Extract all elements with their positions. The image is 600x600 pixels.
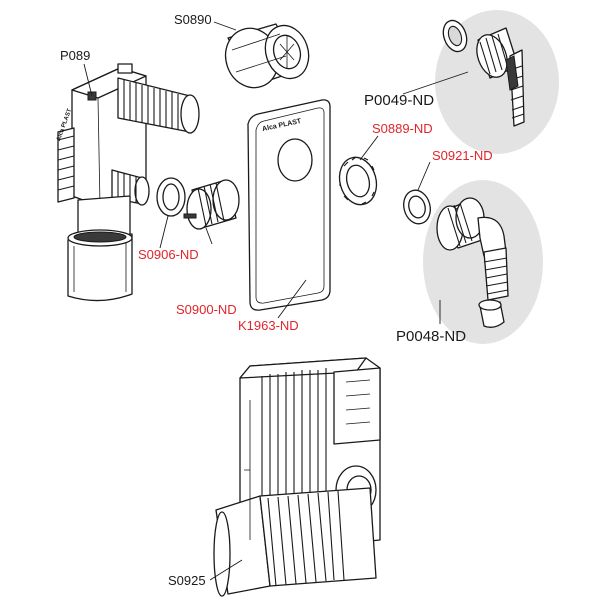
leader-s0925: [209, 559, 243, 581]
label-s0900: S0900-ND: [176, 302, 237, 317]
part-p0048-elbow-connector: [436, 197, 509, 328]
leader-s0889: [359, 135, 379, 161]
part-s0890-plug: [224, 23, 310, 89]
leader-lines: [83, 21, 469, 581]
part-s0889-ring-nut: [338, 156, 378, 206]
label-p0048: P0048-ND: [396, 328, 467, 345]
label-s0889: S0889-ND: [372, 121, 433, 136]
part-s0921-washer: [403, 189, 431, 225]
leader-k1963: [277, 279, 307, 319]
label-s0925: S0925: [168, 573, 206, 588]
leader-s0890: [213, 21, 237, 31]
label-s0906: S0906-ND: [138, 247, 199, 262]
part-s0900-cap-nut: [183, 179, 240, 230]
part-s0906-washer: [156, 177, 186, 217]
part-s0925-siphon-box: [213, 357, 381, 597]
part-p089-siphon-body: [57, 63, 200, 302]
label-p089: P089: [60, 48, 91, 63]
label-s0890: S0890: [174, 12, 212, 27]
label-p0049: P0049-ND: [364, 92, 435, 109]
leader-p0049: [402, 71, 469, 95]
leader-s0900: [205, 227, 213, 245]
label-s0921: S0921-ND: [432, 148, 493, 163]
part-k1963-cover-plate: [247, 99, 331, 311]
label-k1963: K1963-ND: [238, 318, 299, 333]
leader-p089: [83, 63, 93, 97]
leader-s0906: [159, 215, 169, 249]
leader-s0921: [417, 161, 431, 191]
part-p0049-connector: [442, 19, 525, 127]
